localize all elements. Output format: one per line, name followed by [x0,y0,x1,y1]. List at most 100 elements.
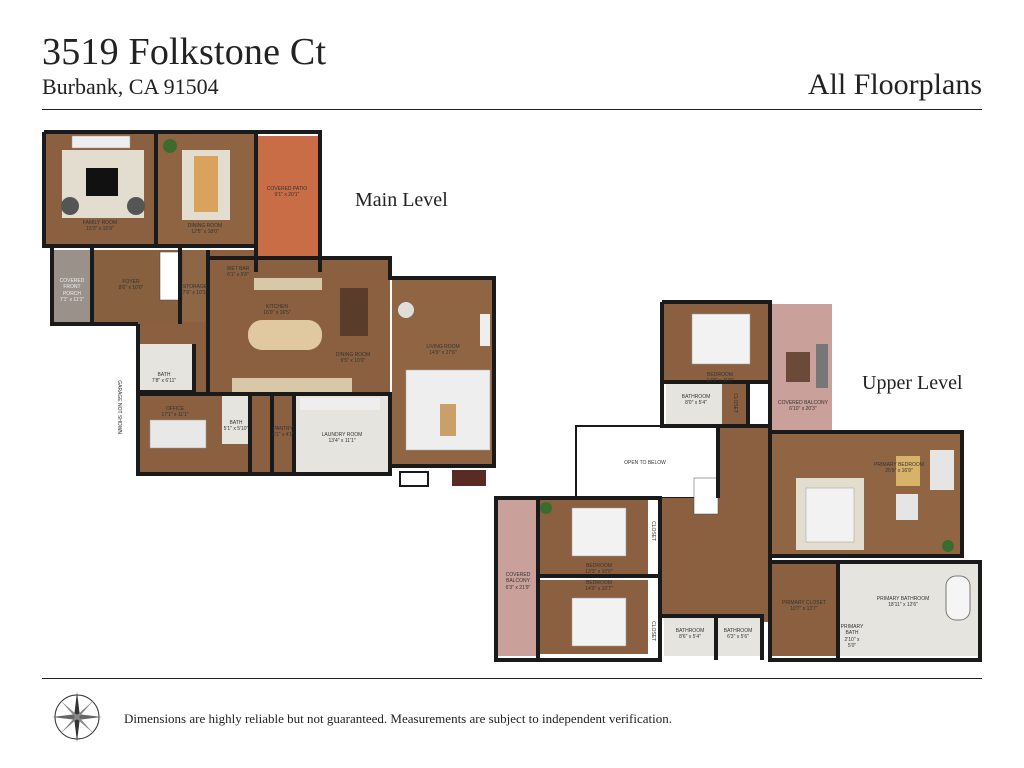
bottom-hall-floor [250,394,272,472]
upper-furniture [540,313,971,647]
primary-desk [896,456,920,486]
living-bottom-bench [452,470,486,486]
wall-laundry [250,392,390,474]
address-title: 3519 Folkstone Ct [42,31,327,73]
balcony1-sofa [816,344,828,388]
compass-needle-diag2 [60,700,94,734]
main-level-label: Main Level [355,189,448,211]
bed2 [571,507,627,557]
upper-bath2-floor [664,616,716,656]
upper-level-label: Upper Level [862,372,963,394]
bottom-divider [42,678,982,679]
kitchen-dining-table [340,288,368,336]
wall-family-dining [42,132,256,248]
floorplans-heading: All Floorplans [807,68,982,101]
bath2-floor [222,394,250,444]
wall-hall [136,324,392,476]
living-console [480,314,490,346]
plant-icon [540,502,552,514]
kitchen-counter-bottom [232,378,352,392]
family-sofa [71,135,131,149]
compass-icon [52,692,102,742]
plant-icon [163,139,177,153]
pantry-floor [272,394,294,472]
upper-hall2-floor [660,498,770,616]
upper-closet1-floor [722,382,748,424]
disclaimer-text: Dimensions are highly reliable but not g… [124,711,672,726]
living-table [440,404,456,436]
bed3 [571,597,627,647]
wall-porch-foyer [50,248,182,326]
bath1-floor [140,344,192,392]
label-open-to-below: OPEN TO BELOW [624,460,666,466]
primary-chair [896,494,918,520]
porch-floor [52,250,92,322]
label-upper-closet-1: CLOSET [732,393,739,414]
family-coffee-table [86,168,118,196]
wall-kitchen [206,250,496,468]
primary-loveseat [930,450,954,490]
kitchen-island [248,320,322,350]
upper-wall-bath [660,556,982,662]
office-desk [149,419,207,449]
living-bottom-step [399,471,429,487]
label-upper-closet-3: CLOSET [650,621,657,642]
balcony2-floor [498,500,538,656]
primary-bed [805,487,855,543]
label-upper-closet-2: CLOSET [650,521,657,542]
dining-table [194,156,218,212]
city-subtitle: Burbank, CA 91504 [42,74,219,99]
family-chair-left [61,197,79,215]
laundry-counter [300,398,380,410]
upper-bath3-floor [716,616,760,656]
plant-icon [942,540,954,552]
upper-stair [693,477,719,515]
living-chair [398,302,414,318]
family-chair-right [127,197,145,215]
bed1 [691,313,751,365]
top-divider [42,109,982,110]
upper-wall-hall [716,426,772,556]
main-furniture [61,135,491,451]
wall-outline-top [44,130,322,272]
primary-closet-floor [770,564,838,656]
main-exterior-bits [399,470,486,487]
covered-patio-floor [256,136,318,272]
kitchen-counter [254,278,322,290]
primary-tub [945,575,971,621]
main-walls [42,130,496,476]
storage-floor [180,250,208,322]
upper-walls [494,300,982,662]
upper-wall-top [660,300,772,432]
upper-bath1-floor [666,382,722,424]
